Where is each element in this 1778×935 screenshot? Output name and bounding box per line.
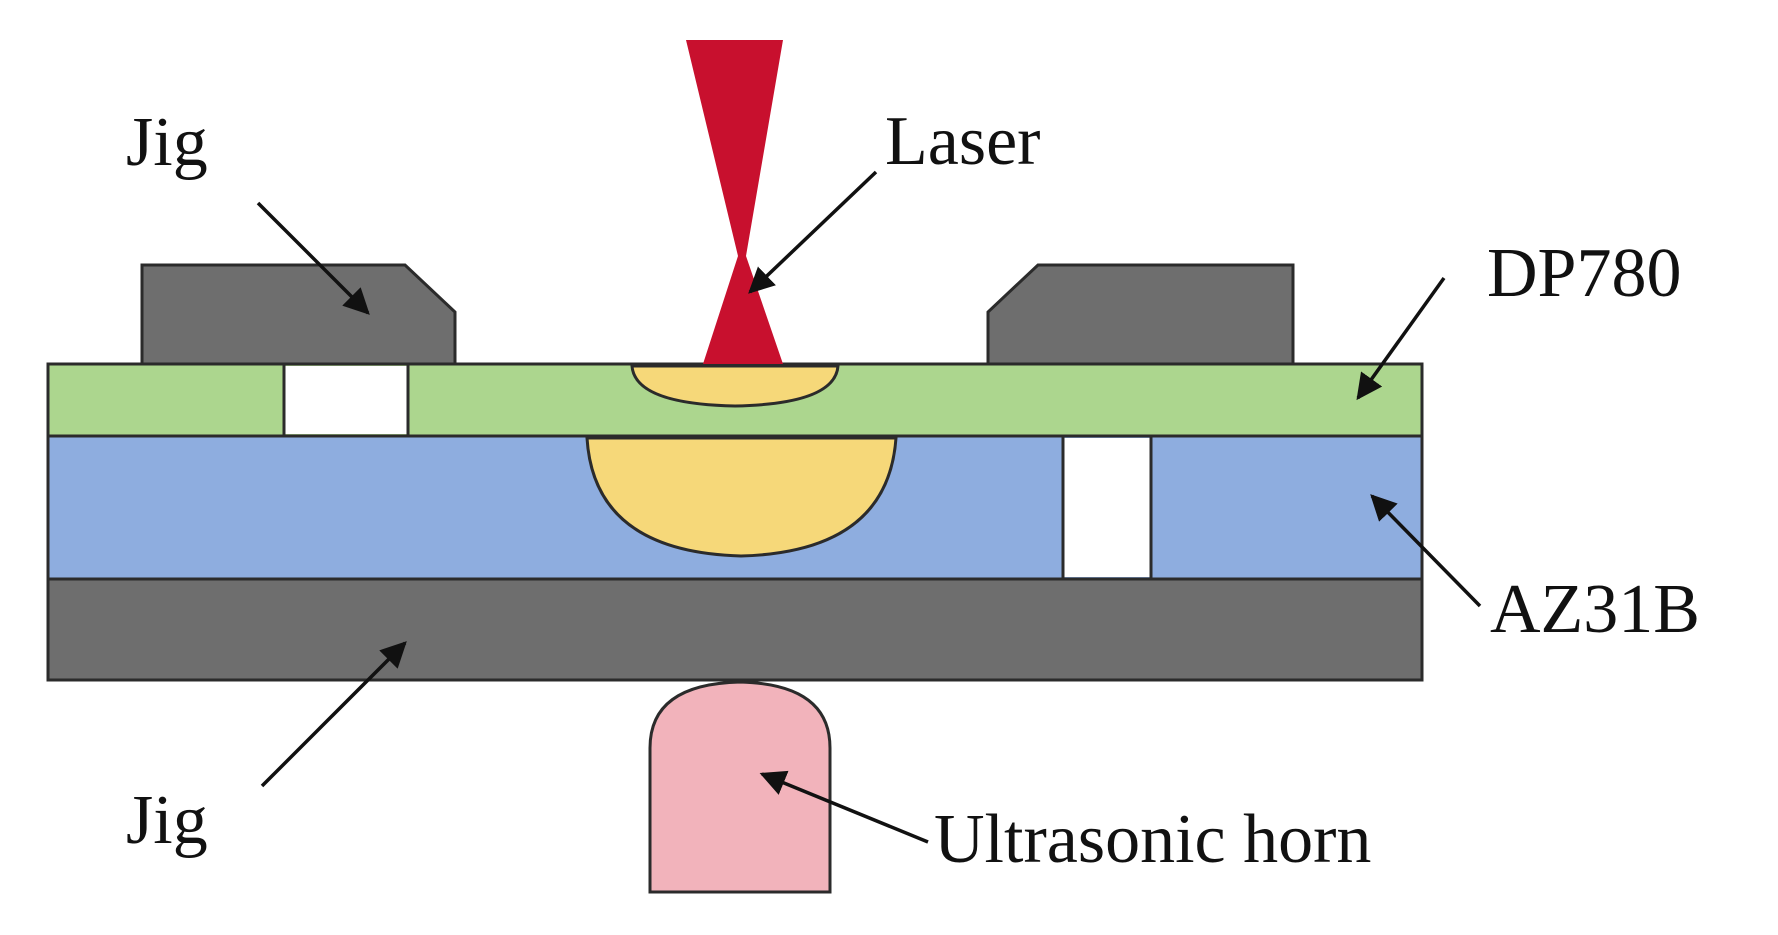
label-jig-top: Jig bbox=[126, 104, 208, 181]
label-az31b: AZ31B bbox=[1490, 571, 1700, 648]
laser-beam bbox=[686, 40, 783, 364]
label-jig-bottom: Jig bbox=[126, 782, 208, 859]
arrow-laser bbox=[748, 170, 878, 294]
arrow-dp780 bbox=[1356, 276, 1446, 401]
bottom-jig bbox=[46, 577, 1424, 682]
label-dp780: DP780 bbox=[1487, 235, 1681, 312]
arrow-jig-bottom bbox=[260, 641, 407, 788]
top-jig-left bbox=[140, 263, 457, 366]
label-ultrasonic-horn: Ultrasonic horn bbox=[934, 801, 1371, 878]
arrow-jig-top bbox=[256, 201, 370, 315]
arrow-az31b bbox=[1370, 494, 1482, 608]
arrow-horn bbox=[759, 770, 929, 844]
label-laser: Laser bbox=[885, 103, 1040, 180]
ultrasonic-horn bbox=[648, 680, 832, 894]
top-jig-right bbox=[986, 263, 1295, 366]
dp780-gap bbox=[284, 366, 408, 434]
weld-nugget-az31b bbox=[585, 436, 898, 558]
weld-nugget-dp780 bbox=[630, 364, 840, 408]
az31b-gap bbox=[1063, 438, 1151, 577]
